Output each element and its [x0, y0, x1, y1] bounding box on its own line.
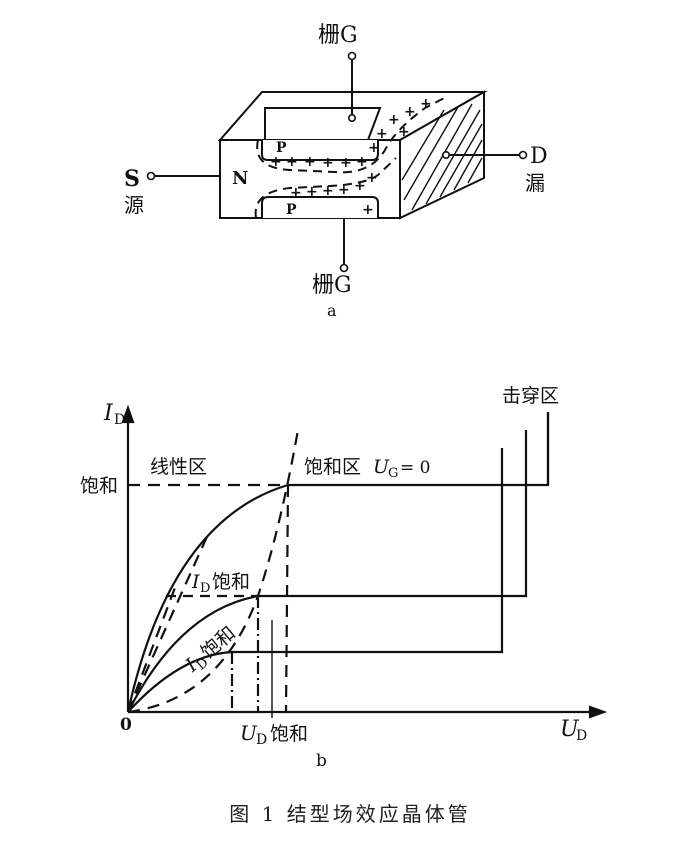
svg-text:= 0: = 0: [400, 458, 430, 478]
linear-region-label: 线性区: [150, 456, 207, 478]
ud-sat-dashed: [284, 484, 290, 713]
bottom-p-region: [261, 196, 379, 218]
svg-text:D: D: [114, 412, 125, 428]
bottom-p-label: P: [286, 202, 297, 218]
svg-text:饱和区: 饱和区: [304, 456, 361, 478]
svg-text:U: U: [560, 717, 580, 742]
svg-text:+: +: [398, 124, 410, 140]
linear-dashed-1: [126, 529, 212, 713]
svg-text:饱和: 饱和: [270, 723, 308, 745]
svg-text:+: +: [388, 112, 400, 128]
svg-text:+: +: [306, 184, 318, 200]
svg-text:+: +: [286, 154, 298, 170]
figure-b-sublabel: b: [316, 751, 327, 771]
id-saturation-label-1: I D 饱和: [191, 571, 250, 596]
svg-text:G: G: [388, 466, 398, 481]
source-letter: S: [124, 166, 140, 192]
svg-text:+: +: [270, 154, 282, 170]
terminals: [146, 51, 528, 273]
figure-a-sublabel: a: [327, 301, 337, 320]
top-gate-contact: [347, 114, 356, 123]
svg-text:+: +: [362, 202, 374, 218]
drain-contact: [441, 151, 450, 160]
y-axis-arrow: [121, 404, 135, 424]
source-name: 源: [124, 193, 144, 217]
svg-text:D: D: [256, 732, 267, 748]
linear-dashed-2: [126, 584, 178, 713]
curve-ug-lower: [127, 448, 504, 713]
x-axis-arrow: [588, 705, 608, 719]
y-axis-label: I D: [103, 401, 125, 428]
svg-text:D: D: [576, 728, 587, 744]
svg-text:+: +: [356, 154, 368, 170]
svg-text:+: +: [304, 154, 316, 170]
output-characteristics: [121, 404, 608, 719]
depletion-charges: +++ +++ +++ +++ +++ +++ +: [270, 96, 432, 218]
bottom-depletion-boundary: [254, 157, 397, 219]
svg-text:U: U: [373, 456, 390, 478]
figure-caption: 图 1 结型场效应晶体管: [229, 802, 471, 826]
svg-text:饱和: 饱和: [212, 571, 250, 593]
origin-label: 0: [120, 715, 132, 735]
top-p-region: [264, 107, 382, 141]
svg-text:+: +: [322, 155, 334, 171]
svg-text:I: I: [191, 571, 200, 593]
top-depletion-boundary: [256, 95, 449, 174]
saturation-region-label: 饱和区 U G = 0: [304, 456, 430, 481]
svg-text:+: +: [354, 178, 366, 194]
svg-text:U: U: [240, 721, 258, 745]
bottom-gate-label: 栅G: [312, 273, 352, 298]
svg-text:+: +: [404, 104, 416, 120]
source-terminal: [146, 171, 156, 181]
curve-ug-0: [126, 412, 550, 713]
drain-name: 漏: [525, 171, 545, 195]
breakdown-region-label: 击穿区: [502, 385, 559, 407]
bottom-gate-terminal: [339, 263, 349, 273]
jfet-structure-diagram: [154, 56, 520, 264]
svg-text:+: +: [338, 182, 350, 198]
top-p-label: P: [276, 140, 287, 156]
svg-text:+: +: [368, 140, 380, 156]
svg-text:+: +: [376, 126, 388, 142]
top-p-pocket: [261, 140, 379, 161]
svg-text:D: D: [200, 581, 210, 596]
drain-terminal: [518, 150, 528, 160]
id-saturation-label-2: I D 饱和: [181, 622, 240, 677]
drain-hatching: [401, 103, 483, 211]
ud-saturation-label: U D 饱和: [240, 721, 308, 748]
svg-text:+: +: [366, 170, 378, 186]
drain-letter: D: [530, 144, 548, 169]
top-gate-terminal: [347, 51, 357, 61]
channel-label: N: [232, 168, 248, 189]
svg-text:+: +: [322, 183, 334, 199]
svg-text:I: I: [103, 401, 114, 426]
saturation-tick-label: 饱和: [80, 475, 118, 497]
top-gate-label: 栅G: [318, 23, 358, 48]
svg-text:+: +: [290, 185, 302, 201]
svg-text:+: +: [340, 155, 352, 171]
svg-text:+: +: [420, 96, 432, 112]
x-axis-label: U D: [560, 717, 587, 744]
